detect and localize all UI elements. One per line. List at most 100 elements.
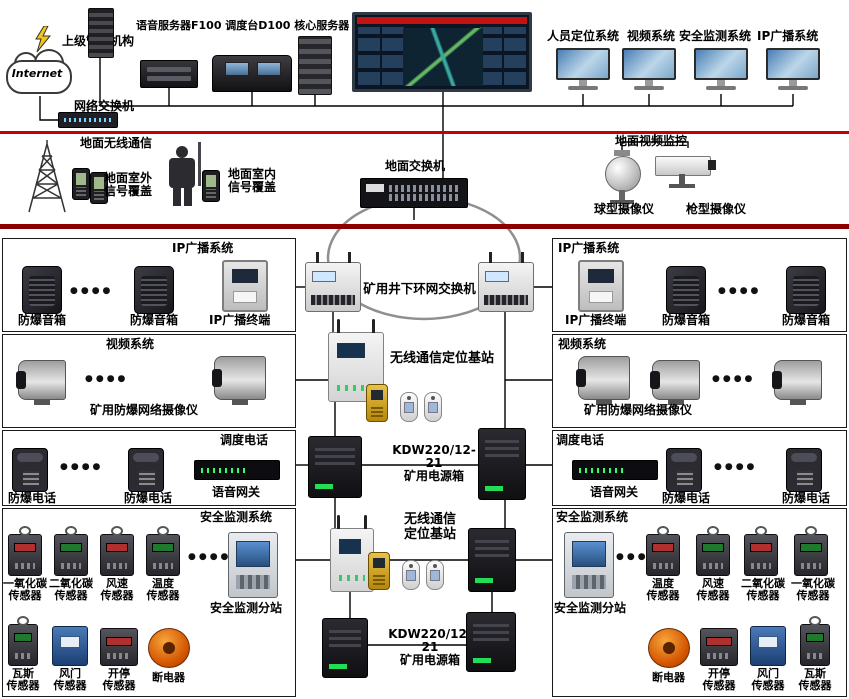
substation-label: 安全监测分站 [554, 601, 627, 615]
base-station-label: 无线通信定位基站 [390, 351, 495, 366]
lightning-icon [35, 26, 52, 53]
ring-switch-right-icon [478, 252, 534, 312]
explosion-proof-phone-icon [666, 448, 702, 492]
core-server-icon [298, 36, 332, 95]
monitoring-substation-icon [228, 532, 278, 598]
voice-gateway-icon [572, 460, 658, 480]
sensor-label: 温度 传感器 [146, 577, 180, 602]
phone-label: 防爆电话 [124, 491, 173, 505]
ground-switch-label: 地面交换机 [385, 159, 446, 173]
power-box-icon [322, 618, 368, 678]
mine-camera-icon [650, 360, 700, 405]
mine-camera-icon [212, 356, 266, 405]
ground-switch-icon [360, 178, 468, 208]
left-video-title: 视频系统 [106, 337, 155, 351]
monitoring-substation-icon [564, 532, 614, 598]
speaker-label: 防爆音箱 [782, 313, 831, 327]
cellphone-icon [202, 170, 220, 202]
ip-broadcast-terminal-icon [578, 260, 624, 312]
dome-camera-label: 球型摄像仪 [594, 202, 655, 216]
monitor-safety-icon [694, 48, 748, 94]
speaker-label: 防爆音箱 [130, 313, 179, 327]
internet-cloud: Internet [6, 49, 72, 96]
mine-camera-label: 矿用防爆网络摄像仪 [584, 403, 693, 417]
mine-phone-icon [368, 552, 390, 590]
cellphone-icon [90, 172, 108, 204]
mine-camera-icon [16, 360, 66, 405]
power-breaker-icon [148, 628, 190, 668]
continuation-dots: ●●●● [616, 552, 660, 562]
ring-switch-left-icon [305, 252, 361, 312]
right-broadcast-title: IP广播系统 [558, 241, 620, 255]
power-breaker-icon [648, 628, 690, 668]
sensor-label: 开停 传感器 [102, 667, 136, 692]
monitor-broadcast-icon [766, 48, 820, 94]
outdoor-coverage-label: 地面室外 信号覆盖 [103, 171, 152, 198]
phone-label: 防爆电话 [782, 491, 831, 505]
hq-server-tower-icon [88, 8, 114, 58]
gun-camera-label: 枪型摄像仪 [686, 202, 747, 216]
explosion-proof-phone-icon [12, 448, 48, 492]
mine-camera-label: 矿用防爆网络摄像仪 [90, 403, 199, 417]
video-wall [352, 12, 532, 92]
explosion-proof-speaker-icon [134, 266, 174, 314]
explosion-proof-phone-icon [128, 448, 164, 492]
sensor-label: 瓦斯 传感器 [798, 667, 832, 692]
co2-sensor-icon [54, 526, 88, 576]
speaker-label: 防爆音箱 [18, 313, 67, 327]
distribution-box-icon [468, 528, 516, 592]
mine-phone-icon [366, 384, 388, 422]
explosion-proof-speaker-icon [22, 266, 62, 314]
network-switch-label: 网络交换机 [74, 99, 135, 113]
continuation-dots: ●●●● [85, 374, 129, 384]
sensor-label: 一氧化碳 传感器 [791, 577, 835, 602]
sensor-label: 开停 传感器 [702, 667, 736, 692]
temp-sensor-icon [646, 526, 680, 576]
panel-right-video [552, 334, 847, 428]
sensor-label: 风速 传感器 [100, 577, 134, 602]
monitor-personnel-icon [556, 48, 610, 94]
temp-sensor-icon [146, 526, 180, 576]
continuation-dots: ●●●● [70, 286, 114, 296]
phone-label: 防爆电话 [8, 491, 57, 505]
gas-sensor-icon [8, 616, 38, 666]
servers-title: 语音服务器F100 调度台D100 核心服务器 [136, 19, 350, 32]
mine-camera-icon [576, 356, 630, 405]
gateway-label: 语音网关 [212, 485, 261, 499]
co-sensor-icon [794, 526, 828, 576]
indoor-coverage-label: 地面室内 信号覆盖 [227, 167, 276, 194]
start-stop-sensor-icon [700, 628, 738, 666]
panel-right-broadcast [552, 238, 847, 332]
sensor-label: 断电器 [152, 671, 185, 684]
phone-label: 防爆电话 [662, 491, 711, 505]
antenna-tower-icon [28, 140, 66, 213]
locator-tag-icon [426, 560, 444, 590]
gun-camera-icon [655, 148, 717, 190]
air-door-sensor-icon [750, 626, 786, 666]
internet-label: Internet [11, 67, 63, 80]
locator-tag-icon [424, 392, 442, 422]
right-safety-title: 安全监测系统 [556, 510, 629, 524]
field-worker-icon [164, 142, 202, 208]
ip-broadcast-terminal-icon [222, 260, 268, 312]
right-dispatch-title: 调度电话 [556, 433, 605, 447]
sensor-label: 瓦斯 传感器 [6, 667, 40, 692]
distribution-box-icon [466, 612, 516, 672]
continuation-dots: ●●●● [60, 462, 104, 472]
dispatch-console-icon [212, 55, 292, 92]
panel-right-safety [552, 508, 847, 697]
panel-left-video [2, 334, 296, 428]
right-video-title: 视频系统 [558, 337, 607, 351]
sensor-label: 风速 传感器 [696, 577, 730, 602]
base-station-label: 无线通信 定位基站 [403, 512, 456, 542]
substation-label: 安全监测分站 [210, 601, 283, 615]
continuation-dots: ●●●● [188, 552, 232, 562]
sensor-label: 断电器 [652, 671, 685, 684]
locator-tag-icon [400, 392, 418, 422]
panel-left-broadcast [2, 238, 296, 332]
co2-sensor-icon [744, 526, 778, 576]
panel-left-safety [2, 508, 296, 697]
mine-camera-icon [772, 360, 822, 405]
terminal-label: IP广播终端 [565, 313, 627, 327]
start-stop-sensor-icon [100, 628, 138, 666]
